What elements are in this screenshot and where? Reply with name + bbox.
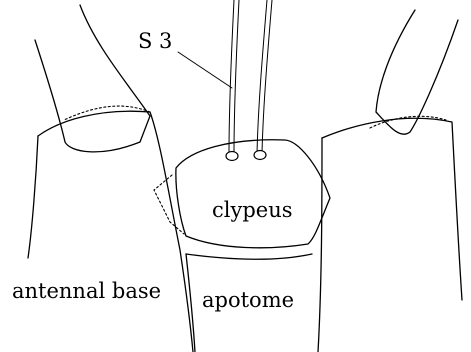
apotome-top-edge: [186, 254, 312, 259]
left-antennal-base-outline: [38, 111, 193, 352]
right-antennal-base-outline: [322, 118, 462, 300]
seta-leader-line: [178, 52, 232, 88]
clypeus-dashed-edge: [154, 175, 184, 234]
left-antenna-shaft: [35, 5, 150, 152]
apotome-label: apotome: [202, 288, 294, 312]
right-antenna-shaft: [376, 10, 458, 134]
clypeus-label: clypeus: [212, 198, 293, 222]
clypeus-outline: [176, 140, 330, 248]
seta-right-hair: [257, 0, 272, 154]
antennal-base-label: antennal base: [12, 279, 161, 303]
seta-left-hair: [229, 0, 239, 154]
left-antennal-base-side: [28, 136, 38, 258]
right-antenna: [318, 10, 462, 352]
seta-right-socket: [254, 151, 266, 160]
seta-label: S 3: [138, 29, 172, 53]
right-antennal-base-side: [318, 138, 322, 352]
seta-s3: [178, 0, 272, 161]
seta-left-socket: [226, 152, 238, 161]
clypeus: [154, 140, 330, 248]
